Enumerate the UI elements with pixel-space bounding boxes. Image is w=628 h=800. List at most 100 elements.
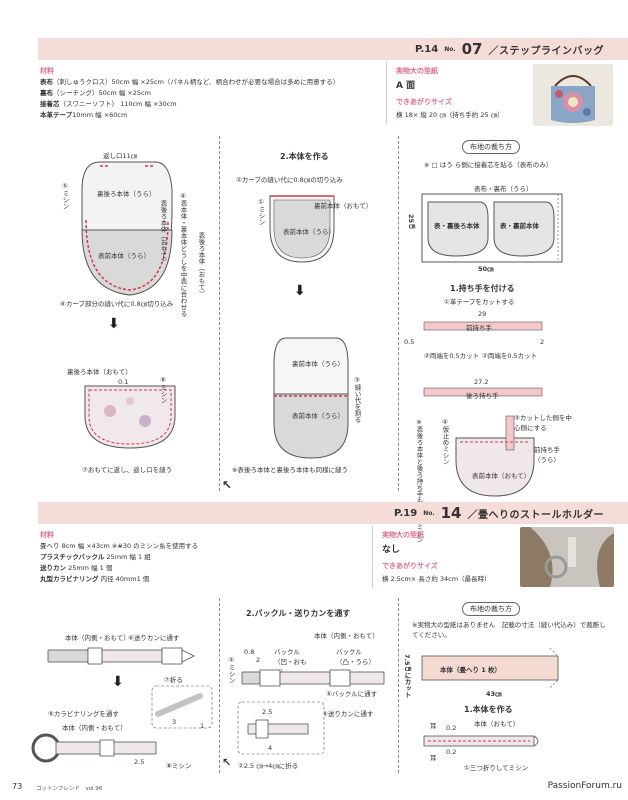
- size-value: 横 18× 縦 20 ㎝（持ち手約 25 ㎝）: [396, 111, 504, 119]
- project2-info: 実物大の型紙 なし できあがりサイズ 横 2.5cm× 長さ約 34cm（最長時…: [382, 530, 491, 583]
- label-d4: 4: [268, 744, 273, 752]
- label-d2b: 2: [256, 656, 261, 664]
- label-d25b: 2.5: [262, 708, 273, 716]
- size-heading: できあがりサイズ: [396, 98, 452, 106]
- label-sew8b: ⑧ミシン: [166, 762, 192, 770]
- label-sew3: ③ミシン: [227, 656, 235, 684]
- handle-diagram: [423, 321, 543, 397]
- label-step2-note: ※表後ろ本体と裏後ろ本体も同様に縫う: [232, 466, 348, 474]
- piece-back: 表・裏後ろ本体: [434, 222, 480, 230]
- project1-title-bar: P.14 No. 07 ／ステップラインバッグ: [38, 38, 628, 60]
- label-sew5: ⑤ミシン: [61, 182, 69, 210]
- column-divider: [219, 598, 220, 773]
- piece-front: 表・裏前本体: [500, 222, 539, 230]
- label-d2: 2: [540, 338, 545, 346]
- label-fold2: ②2.5 ㎝→4㎝に折る: [238, 762, 299, 770]
- label-body-inside2: 本体（内側・おもて）: [62, 724, 127, 732]
- label-turn7: ⑦おもてに返し、返し口を縫う: [82, 466, 173, 474]
- p2-cutting-title: 布地の裁ち方: [462, 602, 520, 616]
- label-cut6: ⑥カーブ部分の縫い代に0.8㎝切り込み: [60, 300, 174, 308]
- cutting-layout-diagram: [421, 193, 563, 263]
- label-ear: 耳: [430, 722, 437, 730]
- divider: [386, 62, 387, 124]
- materials-heading: 材料: [40, 531, 54, 539]
- bag-inside-out-diagram: [81, 161, 173, 296]
- pattern-heading: 実物大の型紙: [396, 67, 438, 75]
- label-front-ura3: 表前本体（うら）: [292, 412, 344, 420]
- step1-title: 1.持ち手を付ける: [450, 284, 515, 293]
- column-divider: [398, 598, 399, 773]
- label-0-5a: 0.5: [404, 338, 415, 346]
- project2-number: 14: [440, 504, 462, 522]
- handle-attach-diagram: [455, 415, 535, 497]
- cutting-width: 50㎝: [478, 265, 494, 273]
- label-p2-body: 本体（内側・おもて）: [314, 632, 379, 640]
- arrow-down-icon: ⬇: [112, 674, 124, 690]
- cutting-fabric: 表布・裏布（うら）: [474, 185, 533, 193]
- stole-holder-photo: [520, 527, 614, 587]
- label-body-omote: 表前本体（おもて）: [472, 472, 531, 480]
- label-front-ura: 表前本体（うら）: [98, 252, 150, 260]
- assembled-body-diagram: [273, 337, 349, 459]
- label-ura-back: 裏後ろ本体（うら）: [97, 190, 156, 198]
- arrow-down-icon: ⬇: [108, 316, 120, 332]
- ring-strap-diagram: [31, 733, 157, 763]
- step2-title: 2.本体を作る: [280, 152, 329, 161]
- label-cut-leather: ①革テープをカットする: [444, 298, 515, 306]
- label-note2b: ②両端を0.5カット: [482, 352, 538, 360]
- cutting-title: 布地の裁ち方: [462, 140, 520, 154]
- fold-detail-diagram: [151, 685, 213, 729]
- label-buckle-b: バックル（凸・うら）: [336, 648, 375, 666]
- label-ring9: ⑨カラビナリングを通す: [48, 710, 119, 718]
- p2-cutting-diagram: [421, 647, 559, 689]
- label-len29: 29: [478, 310, 487, 318]
- label-pass5: ⑤バックルに通す: [326, 690, 378, 698]
- label-0-1: 0.1: [118, 378, 129, 386]
- label-center3: ③カットした側を中心側にする: [514, 414, 572, 432]
- bag-photo: [533, 64, 613, 126]
- project2-no-label: No.: [423, 509, 435, 517]
- label-back-handle: 後ろ持ち手: [466, 392, 499, 400]
- label-cut2: ②カーブの縫い代に0.8㎝の切り込み: [236, 176, 343, 184]
- buckle-assembly-diagram: [241, 669, 385, 687]
- p2-cutting-width: 43㎝: [486, 690, 502, 698]
- project2-title-bar: P.19 No. 14 ／畳へりのストールホルダー: [38, 502, 628, 524]
- label-ura-front2: 裏前本体（うら）: [292, 360, 344, 368]
- project2-materials: 材料 畳へり 8cm 幅 ×43cm ※#30 のミシン糸を使用する プラスチッ…: [40, 530, 198, 585]
- column-divider: [398, 136, 399, 491]
- material-row: 畳へり 8cm 幅 ×43cm ※#30 のミシン糸を使用する: [40, 542, 199, 550]
- watermark: PassionForum.ru: [547, 781, 622, 791]
- label-return-opening: 返し口11㎝: [103, 152, 138, 160]
- p2-cutting-height: 7.5㎝にカット: [403, 654, 411, 699]
- p2-step1-title: 1.本体を作る: [464, 705, 513, 714]
- fold-buckle-detail: [237, 701, 325, 755]
- pattern-value: なし: [382, 545, 401, 555]
- label-d3: 3: [172, 718, 177, 726]
- size-heading: できあがりサイズ: [382, 562, 438, 570]
- label-len27-2: 27.2: [474, 378, 489, 386]
- project1-info: 実物大の型紙 A 面 できあがりサイズ 横 18× 縦 20 ㎝（持ち手約 25…: [396, 66, 504, 119]
- label-d0-8: 0.8: [244, 648, 255, 656]
- project1-number: 07: [461, 40, 483, 58]
- label-ura-front: 裏前本体（おもて）: [314, 202, 373, 210]
- cutting-note: ※ □ はう ら側に接着芯を貼る（表布のみ）: [424, 161, 553, 169]
- label-body-inside: 本体（内側・おもて）: [65, 634, 130, 642]
- label-pass6: ⑥送りカンに通す: [128, 634, 180, 642]
- label-sew8: ⑧ミシン: [159, 376, 167, 404]
- label-note-sew: ※表後ろ本体と後ろ持ち手も同様にミシン: [415, 418, 423, 543]
- arrow-up-left-icon: ↖: [222, 756, 232, 769]
- label-front-handle-ura: 前持ち手（うら）: [534, 446, 560, 464]
- magazine-name: コットンフレンド vol.96: [36, 786, 103, 792]
- page-footer: 73 コットンフレンド vol.96 PassionForum.ru: [0, 776, 628, 800]
- label-d0-2b: 0.2: [446, 748, 457, 756]
- material-row: プラスチックバックル 25mm 幅 1 組: [40, 553, 151, 561]
- label-front-ura2: 表前本体（うら）: [283, 228, 335, 236]
- label-fold-sew: ①三つ折りしてミシン: [464, 764, 529, 772]
- label-fold7: ⑦折る: [164, 676, 183, 684]
- p2-cutting-body: 本体（畳へり 1 枚）: [440, 666, 502, 674]
- tri-fold-diagram: [423, 735, 539, 747]
- label-stay4: ④仮止めミシン: [441, 418, 449, 465]
- label-omote-back: 表後ろ本体（おもて）: [159, 200, 167, 265]
- material-row: 接着芯（スワニーソフト） 110cm 幅 ×30cm: [40, 100, 177, 108]
- pattern-value: A 面: [396, 81, 416, 91]
